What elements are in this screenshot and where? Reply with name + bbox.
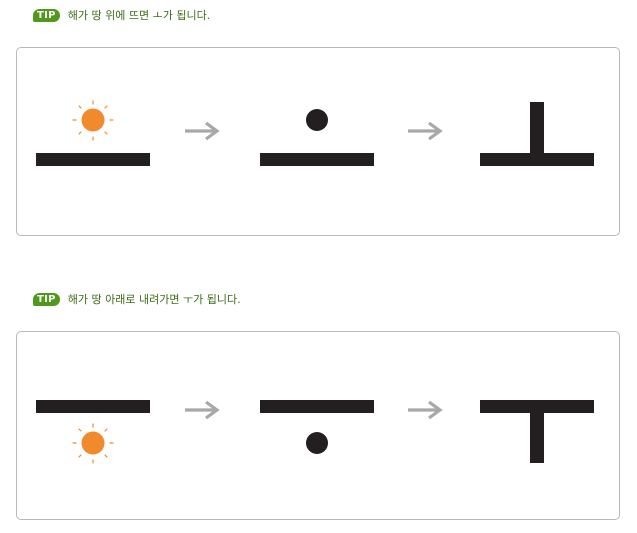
diagram-o-canvas (36, 100, 594, 166)
letter-o-shape (480, 102, 594, 166)
diagram-panel-o (16, 47, 620, 236)
ground-bar (260, 153, 374, 166)
ground-bar (36, 400, 150, 413)
tip-2: TIP 해가 땅 아래로 내려가면 ㅜ가 됩니다. (33, 290, 241, 308)
sun-icon (72, 100, 114, 141)
tip-badge: TIP (33, 8, 60, 22)
right-arrow-icon (408, 121, 443, 141)
diagram-u-canvas (36, 400, 594, 464)
ground-bar (36, 153, 150, 166)
tip-badge: TIP (33, 292, 60, 306)
right-arrow-icon (185, 121, 220, 141)
diagram-panel-u (16, 331, 620, 520)
right-arrow-icon (408, 400, 443, 420)
tip-text: 해가 땅 위에 뜨면 ㅗ가 됩니다. (67, 9, 211, 22)
ground-bar (260, 400, 374, 413)
letter-u-shape (480, 400, 594, 463)
right-arrow-icon (185, 400, 220, 420)
tip-text: 해가 땅 아래로 내려가면 ㅜ가 됩니다. (67, 293, 241, 306)
tip-1: TIP 해가 땅 위에 뜨면 ㅗ가 됩니다. (33, 6, 210, 24)
sun-icon (72, 423, 114, 464)
dot-shape (306, 109, 328, 131)
dot-shape (306, 432, 328, 454)
